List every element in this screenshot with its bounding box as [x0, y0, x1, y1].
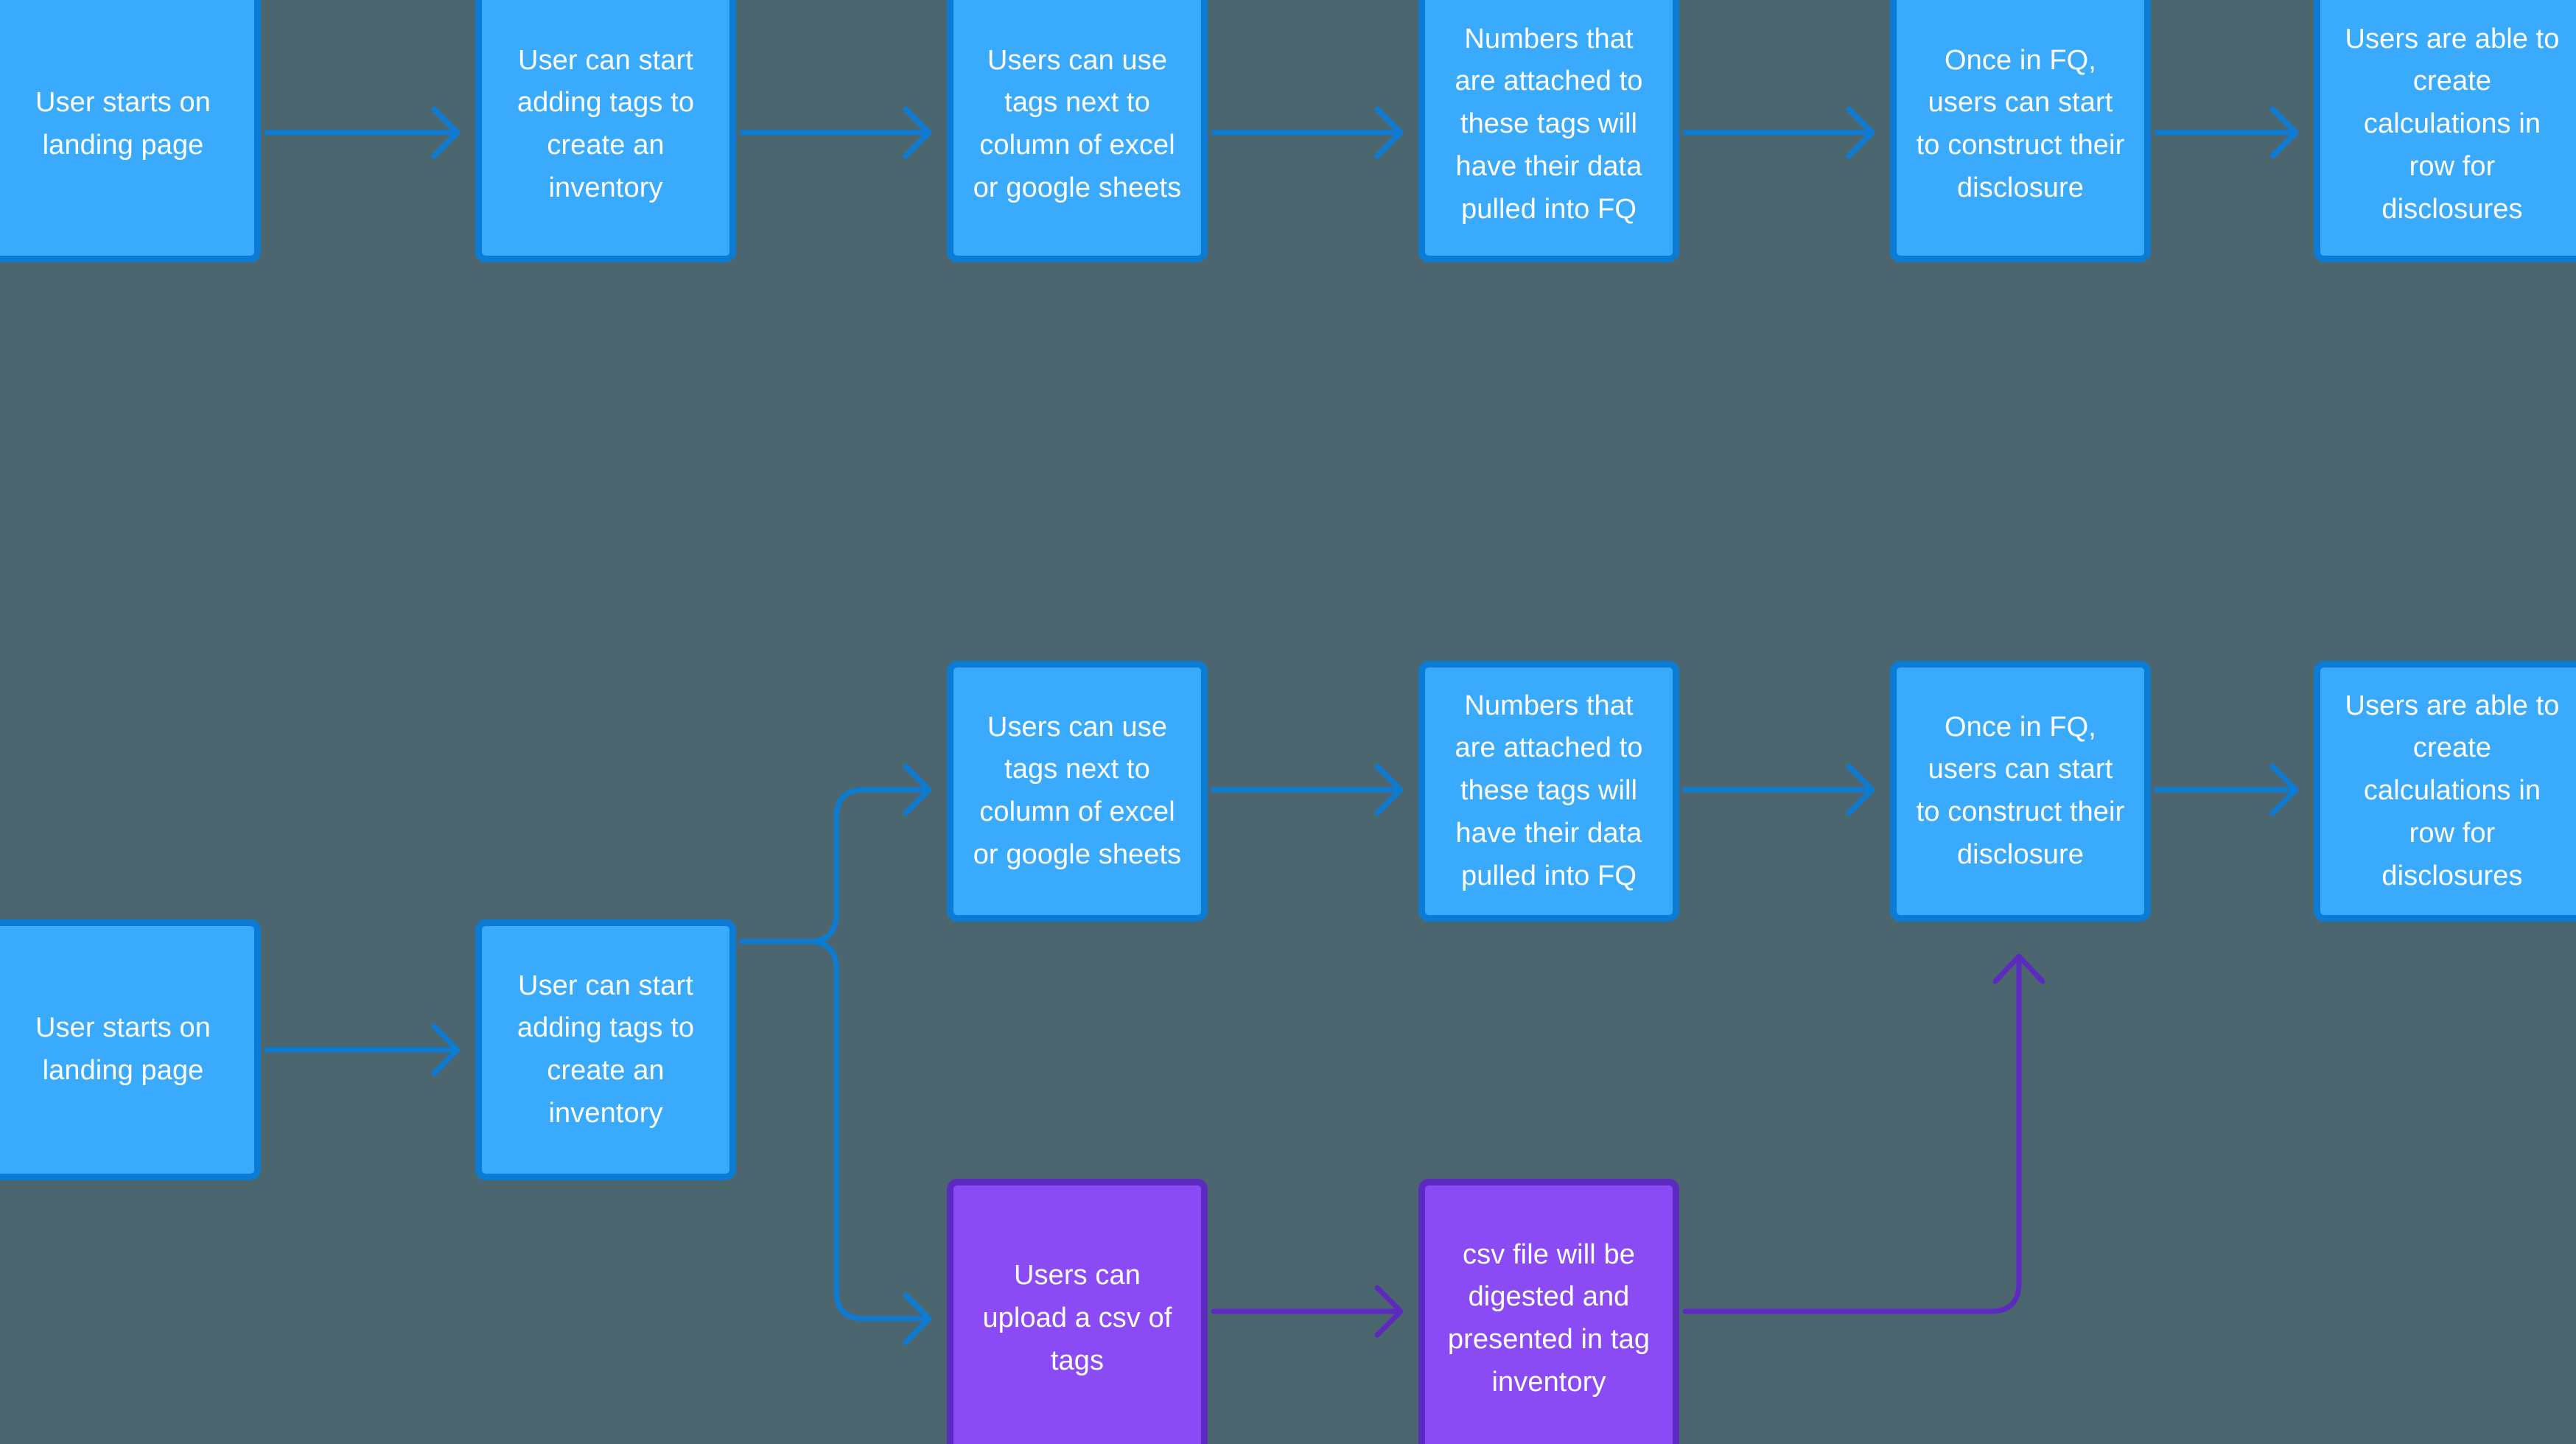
- node-label: Users can upload a csv of tags: [982, 1260, 1172, 1376]
- node-csv-digested-tag-inventory[interactable]: csv file will be digested and presented …: [1418, 1179, 1679, 1444]
- node-label: csv file will be digested and presented …: [1447, 1238, 1651, 1398]
- edge-r2-n2-to-r3-n1: [806, 939, 932, 1345]
- node-label: Once in FQ, users can start to construct…: [1916, 44, 2125, 203]
- node-user-starts-landing-page-bottom[interactable]: User starts on landing page: [0, 919, 261, 1180]
- node-tags-next-to-column-top[interactable]: Users can use tags next to column of exc…: [947, 0, 1208, 262]
- node-label: Once in FQ, users can start to construct…: [1916, 711, 2125, 870]
- node-label: Users are able to create calculations in…: [2345, 690, 2560, 891]
- node-label: Users are able to create calculations in…: [2345, 23, 2560, 225]
- edge-r1-n1-to-r1-n2: [264, 106, 461, 159]
- node-create-calculations-bottom[interactable]: Users are able to create calculations in…: [2314, 661, 2576, 922]
- node-user-adds-tags-inventory-top[interactable]: User can start adding tags to create an …: [475, 0, 736, 262]
- node-user-starts-landing-page-top[interactable]: User starts on landing page: [0, 0, 261, 262]
- edge-r1-n5-to-r1-n6: [2154, 106, 2299, 159]
- edge-r3-n1-to-r3-n2: [1211, 1285, 1404, 1338]
- edge-r2-n2-to-r2-n3: [806, 763, 932, 944]
- edge-r3-n2-to-r2-n5: [1682, 953, 2045, 1314]
- node-user-adds-tags-inventory-bottom[interactable]: User can start adding tags to create an …: [475, 919, 736, 1180]
- node-numbers-pulled-into-fq-bottom[interactable]: Numbers that are attached to these tags …: [1418, 661, 1679, 922]
- edge-r2-n4-to-r2-n5: [1682, 763, 1875, 816]
- edge-r2-n5-to-r2-n6: [2154, 763, 2299, 816]
- node-label: User can start adding tags to create an …: [517, 44, 695, 203]
- edge-r1-n3-to-r1-n4: [1211, 106, 1404, 159]
- node-create-calculations-top[interactable]: Users are able to create calculations in…: [2314, 0, 2576, 262]
- node-label: User can start adding tags to create an …: [517, 970, 695, 1129]
- node-label: Numbers that are attached to these tags …: [1455, 23, 1643, 225]
- edge-r2-n3-to-r2-n4: [1211, 763, 1404, 816]
- node-label: Users can use tags next to column of exc…: [973, 44, 1182, 203]
- node-upload-csv-of-tags[interactable]: Users can upload a csv of tags: [947, 1179, 1208, 1444]
- node-label: User starts on landing page: [35, 1012, 211, 1086]
- node-construct-disclosure-top[interactable]: Once in FQ, users can start to construct…: [1890, 0, 2151, 262]
- edge-r2-n1-to-r2-n2: [264, 1023, 461, 1076]
- node-tags-next-to-column-bottom[interactable]: Users can use tags next to column of exc…: [947, 661, 1208, 922]
- edge-r1-n4-to-r1-n5: [1682, 106, 1875, 159]
- node-construct-disclosure-bottom[interactable]: Once in FQ, users can start to construct…: [1890, 661, 2151, 922]
- edge-r1-n2-to-r1-n3: [739, 106, 932, 159]
- node-label: Users can use tags next to column of exc…: [973, 711, 1182, 870]
- node-label: Numbers that are attached to these tags …: [1455, 690, 1643, 891]
- node-numbers-pulled-into-fq-top[interactable]: Numbers that are attached to these tags …: [1418, 0, 1679, 262]
- node-label: User starts on landing page: [35, 87, 211, 161]
